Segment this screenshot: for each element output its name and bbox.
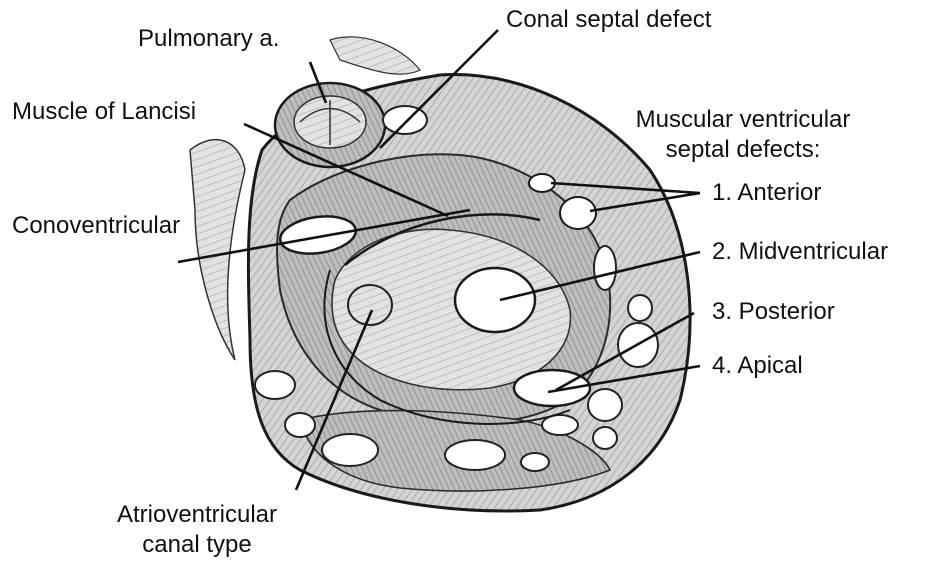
- label-muscle-of-lancisi: Muscle of Lancisi: [12, 97, 196, 127]
- lower-hole: [445, 440, 505, 470]
- label-anterior: 1. Anterior: [712, 178, 821, 208]
- label-av-canal: Atrioventricular canal type: [92, 500, 302, 560]
- label-muscular-heading-line1: Muscular ventricular: [608, 105, 878, 135]
- outer-tissue-fold: [190, 140, 245, 360]
- lower-left-hole: [255, 371, 295, 399]
- wall-hole: [628, 295, 652, 321]
- conal-defect-hole: [383, 106, 427, 134]
- label-conal-septal-defect: Conal septal defect: [506, 5, 711, 35]
- label-muscular-heading-line2: septal defects:: [608, 135, 878, 165]
- outer-tissue-fold-top: [330, 37, 420, 74]
- wall-hole: [593, 427, 617, 449]
- anterior-defect-hole-2: [560, 197, 596, 229]
- label-av-canal-line2: canal type: [92, 530, 302, 560]
- label-muscular-heading: Muscular ventricular septal defects:: [608, 105, 878, 165]
- label-pulmonary-artery: Pulmonary a.: [138, 24, 279, 54]
- wall-hole: [588, 389, 622, 421]
- midventricular-defect-hole: [455, 268, 535, 332]
- wall-hole: [594, 246, 616, 290]
- lower-hole: [521, 453, 549, 471]
- lower-left-hole: [285, 413, 315, 437]
- label-midventricular: 2. Midventricular: [712, 237, 888, 267]
- lower-hole: [322, 434, 378, 466]
- label-conoventricular: Conoventricular: [12, 211, 180, 241]
- av-canal-defect: [348, 285, 392, 325]
- label-apical: 4. Apical: [712, 351, 803, 381]
- label-av-canal-line1: Atrioventricular: [92, 500, 302, 530]
- label-posterior: 3. Posterior: [712, 297, 835, 327]
